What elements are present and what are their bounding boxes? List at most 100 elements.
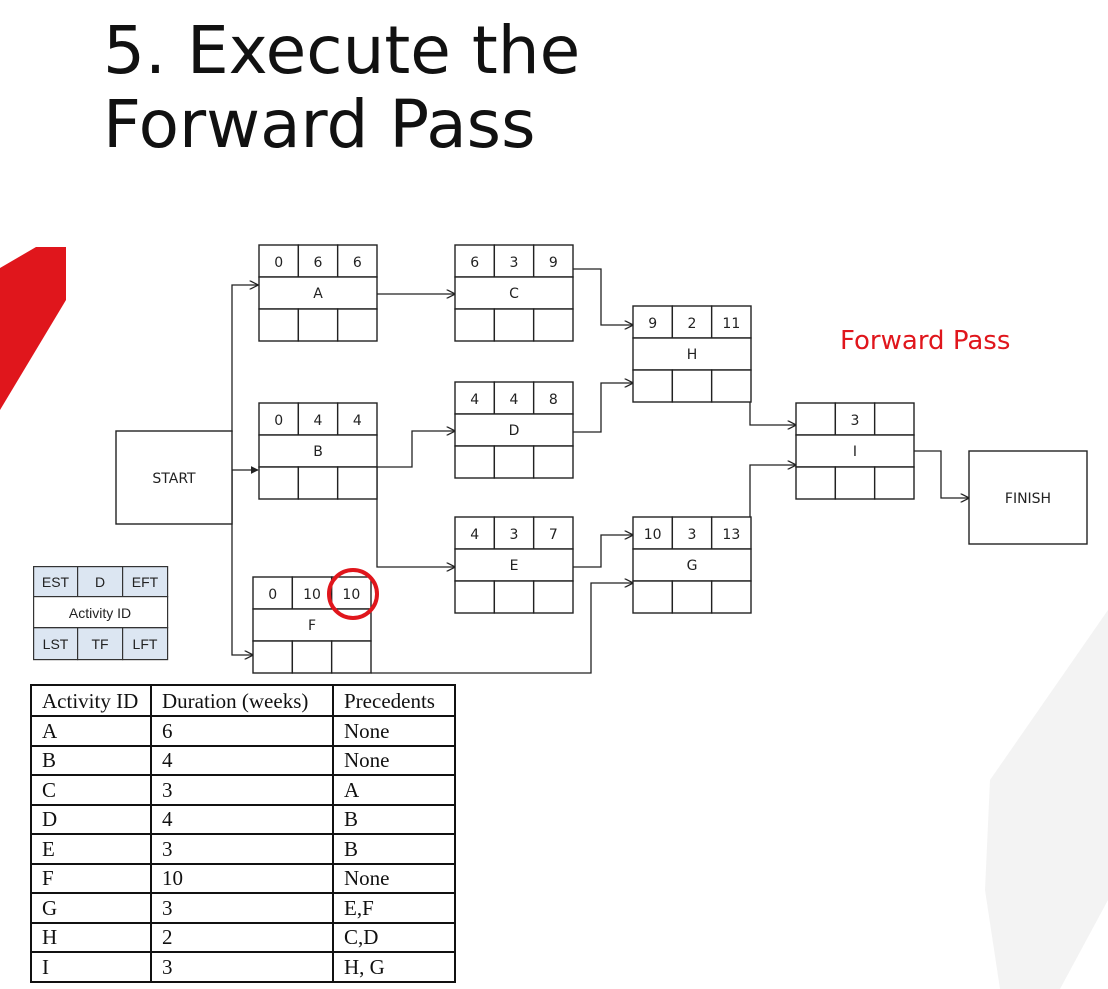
activity-g-est: 10 (644, 527, 662, 543)
bottom-cell (834, 466, 876, 500)
top-cell (532, 244, 574, 278)
bottom-cell (297, 308, 339, 342)
cell-precedents: E,F (332, 892, 456, 924)
legend-est: EST (42, 574, 70, 590)
cell-precedents: None (332, 715, 456, 747)
finish-node: FINISH (968, 450, 1088, 545)
activity-a-id: A (313, 286, 323, 302)
arrow-c-h (573, 268, 633, 325)
activity-e-d: 3 (510, 527, 519, 543)
arrow-i-finish (914, 450, 969, 498)
bottom-cell (258, 466, 300, 500)
top-cell (873, 402, 915, 436)
arrow-b-d (377, 431, 455, 468)
bottom-cell (336, 308, 378, 342)
activity-c-est: 6 (470, 255, 479, 271)
cell-duration: 3 (150, 951, 334, 983)
activity-e-eft: 7 (549, 527, 558, 543)
start-node: START (115, 430, 233, 525)
top-cell (291, 576, 333, 610)
cell-duration: 4 (150, 803, 334, 835)
arrow-f-g (371, 583, 633, 674)
activity-d-id: D (509, 423, 520, 439)
top-cell (336, 402, 378, 436)
activity-d-d: 4 (510, 392, 519, 408)
activity-c-eft: 9 (549, 255, 558, 271)
activity-h-id: H (687, 347, 698, 363)
activity-f-id: F (308, 618, 316, 634)
bottom-cell (336, 466, 378, 500)
bottom-cell (454, 445, 496, 479)
activity-g-eft: 13 (722, 527, 740, 543)
activity-d-eft: 8 (549, 392, 558, 408)
activity-e-id: E (510, 558, 519, 574)
bottom-cell (671, 580, 713, 614)
cell-precedents: B (332, 803, 456, 835)
cell-duration: 4 (150, 744, 334, 776)
arrow-e-g (573, 535, 633, 568)
activity-i-d: 3 (851, 413, 860, 429)
top-cell (795, 402, 837, 436)
top-cell (532, 381, 574, 415)
legend-activity-id: Activity ID (69, 605, 131, 621)
cell-precedents: H, G (332, 951, 456, 983)
finish-label: FINISH (1005, 491, 1051, 507)
cell-activity: D (30, 803, 152, 835)
red-accent-shape (0, 247, 66, 410)
top-cell (632, 516, 674, 550)
activity-a-d: 6 (314, 255, 323, 271)
activity-b-eft: 4 (353, 413, 362, 429)
cell-duration: 3 (150, 833, 334, 865)
table-header-row: Activity ID Duration (weeks) Precedents (30, 684, 456, 717)
id-cell (252, 608, 372, 642)
start-label: START (152, 471, 196, 487)
header-precedents: Precedents (332, 684, 456, 717)
bottom-cell (532, 580, 574, 614)
legend-tf: TF (91, 636, 108, 652)
arrow-h-i (749, 370, 796, 425)
cell-activity: E (30, 833, 152, 865)
arrow-start-a (231, 285, 258, 432)
activity-h-eft: 11 (722, 316, 740, 332)
bottom-cell (454, 580, 496, 614)
activity-table: Activity ID Duration (weeks) Precedents … (30, 684, 456, 983)
arrow-b-e (376, 467, 455, 567)
cell-duration: 3 (150, 892, 334, 924)
activity-h-est: 9 (648, 316, 657, 332)
bottom-cell (493, 580, 535, 614)
activity-b-id: B (313, 444, 323, 460)
bottom-cell (532, 445, 574, 479)
bottom-cell (671, 369, 713, 403)
legend-lft: LFT (133, 636, 158, 652)
grey-accent-shape (985, 610, 1108, 989)
arrow-start-f (231, 470, 253, 655)
activity-f-est: 0 (268, 587, 277, 603)
bottom-cell (297, 466, 339, 500)
activity-c-id: C (509, 286, 519, 302)
cell-precedents: C,D (332, 921, 456, 953)
forward-pass-label: Forward Pass (840, 326, 1011, 356)
bottom-cell (454, 308, 496, 342)
bottom-cell (710, 580, 752, 614)
cell-activity: F (30, 862, 152, 894)
cell-activity: C (30, 774, 152, 806)
bottom-cell (532, 308, 574, 342)
activity-b-d: 4 (314, 413, 323, 429)
cell-duration: 6 (150, 715, 334, 747)
activity-a-est: 0 (274, 255, 283, 271)
cell-activity: B (30, 744, 152, 776)
id-cell (258, 276, 378, 310)
bottom-cell (873, 466, 915, 500)
